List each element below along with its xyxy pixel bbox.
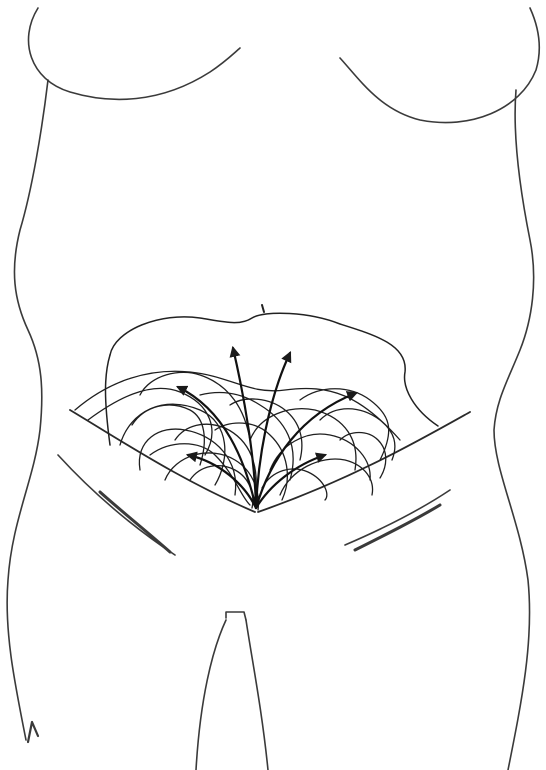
left-groin-fold-inner	[100, 492, 170, 552]
bottom-left-mark	[28, 722, 38, 742]
wavy-line	[262, 469, 327, 500]
left-boundary-line	[70, 410, 255, 512]
small-dot	[262, 305, 264, 312]
right-torso-outline	[494, 90, 534, 770]
right-groin-fold	[345, 490, 450, 545]
top-contour	[110, 313, 438, 426]
wavy-line	[300, 389, 389, 460]
right-breast-outline	[340, 8, 539, 123]
left-inner-thigh	[196, 620, 226, 770]
wavy-line	[165, 453, 258, 510]
crotch-gap	[226, 612, 246, 620]
right-groin-fold-inner	[355, 505, 440, 550]
dispersion-lines	[75, 371, 400, 510]
body-outline	[7, 8, 539, 770]
left-torso-outline	[7, 80, 48, 740]
right-inner-thigh	[246, 620, 268, 770]
left-breast-outline	[28, 8, 240, 99]
